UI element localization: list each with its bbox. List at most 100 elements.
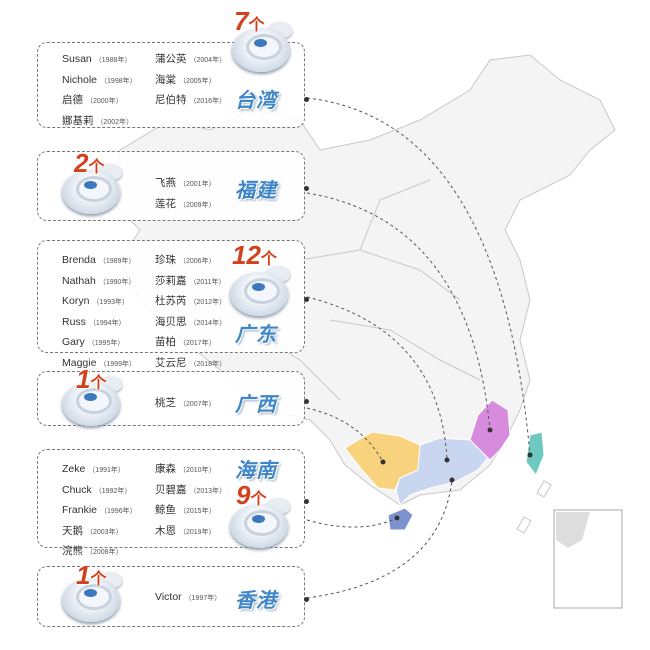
typhoon-name: 木恩（2019年） [155, 522, 226, 543]
name-column: 飞燕（2001年）莲花（2009年） [155, 174, 216, 215]
year: （2005年） [179, 77, 216, 85]
typhoon-count: 2个 [74, 148, 104, 179]
typhoon-name: 海棠（2005年） [155, 71, 226, 92]
year: （2007年） [179, 401, 216, 408]
typhoon-name: Brenda（1989年） [62, 251, 136, 272]
province-label: 广东 [235, 324, 277, 346]
name: Zeke [62, 463, 86, 475]
name: Koryn [62, 295, 90, 307]
connector-dot [304, 97, 309, 102]
name: Brenda [62, 254, 96, 266]
year: （2003年） [86, 528, 123, 536]
typhoon-count: 1个 [76, 364, 106, 395]
typhoon-name: 苗柏（2017年） [155, 333, 226, 354]
name: 杜苏芮 [155, 295, 187, 307]
typhoon-name: 鲸鱼（2015年） [155, 501, 226, 522]
year: （2019年） [179, 528, 216, 536]
count-value: 2 [74, 148, 89, 178]
typhoon-icon [58, 568, 122, 624]
name: 桃芝 [155, 397, 176, 409]
typhoon-icon [226, 494, 290, 550]
name: 莲花 [155, 197, 176, 210]
year: （2004年） [189, 57, 227, 64]
year: （2011年） [189, 278, 226, 286]
typhoon-icon [58, 160, 122, 216]
province-label: 台湾 [235, 90, 277, 112]
count-unit: 个 [88, 159, 105, 176]
typhoon-name: 珍珠（2006年） [155, 251, 226, 272]
name-column: Susan（1988年）Nichole（1998年）启德（2000年）娜基莉（2… [62, 50, 137, 132]
typhoon-count: 1个 [76, 560, 106, 591]
name: 苗柏 [155, 336, 176, 348]
count-unit: 个 [90, 375, 107, 392]
connector-guangxi [306, 407, 384, 463]
typhoon-name: Chuck（1992年） [62, 481, 137, 502]
typhoon-name: Nichole（1998年） [62, 71, 137, 92]
year: （2013年） [189, 487, 227, 495]
count-value: 9 [236, 480, 251, 510]
typhoon-icon [226, 262, 290, 318]
name: Gary [62, 336, 85, 348]
name: 娜基莉 [62, 114, 94, 127]
province-label: 福建 [235, 180, 277, 202]
typhoon-name: 启德（2000年） [62, 91, 137, 112]
name: 海贝思 [155, 315, 187, 328]
connector-dot [304, 398, 309, 404]
typhoon-name: 康森（2010年） [155, 460, 226, 481]
year: （1999年） [99, 360, 137, 368]
typhoon-name: 莲花（2009年） [155, 195, 216, 216]
year: （1992年） [94, 487, 132, 495]
typhoon-name: 飞燕（2001年） [155, 174, 216, 195]
name: Nathah [62, 274, 96, 287]
typhoon-count: 7个 [234, 6, 264, 37]
count-value: 12 [232, 240, 261, 270]
name-column: Brenda（1989年）Nathah（1990年）Koryn（1993年）Ru… [62, 251, 136, 374]
typhoon-name: Gary（1995年） [62, 333, 136, 354]
name: Susan [62, 53, 92, 65]
connector-hongkong [306, 479, 453, 599]
connector-dot [304, 186, 309, 191]
year: （2010年） [179, 467, 216, 474]
taiwan-region [525, 431, 545, 477]
typhoon-name: 蒲公英（2004年） [155, 50, 226, 71]
typhoon-count: 12个 [232, 240, 277, 271]
name: 天鹅 [62, 524, 83, 537]
name: 启德 [62, 94, 83, 106]
typhoon-name: 娜基莉（2002年） [62, 112, 137, 133]
name: 贝碧嘉 [155, 483, 187, 496]
typhoon-name: 贝碧嘉（2013年） [155, 481, 226, 502]
typhoon-name: 艾云尼（2018年） [155, 354, 226, 375]
name-column: 珍珠（2006年）莎莉嘉（2011年）杜苏芮（2012年）海贝思（2014年）苗… [155, 251, 226, 374]
typhoon-count: 9个 [236, 480, 266, 511]
name: 木恩 [155, 524, 176, 537]
typhoon-name: Nathah（1990年） [62, 272, 136, 293]
year: （1991年） [88, 467, 125, 474]
year: （1996年） [100, 508, 137, 515]
province-label: 香港 [235, 590, 277, 612]
year: （2002年） [96, 118, 134, 126]
name: Nichole [62, 73, 98, 86]
name: 蒲公英 [155, 53, 187, 65]
name: Russ [62, 315, 86, 328]
name: Chuck [62, 483, 92, 496]
typhoon-name: Zeke（1991年） [62, 460, 137, 481]
name: 莎莉嘉 [155, 274, 187, 287]
name: 飞燕 [155, 177, 176, 189]
year: （1990年） [98, 278, 136, 286]
typhoon-name: 天鹅（2003年） [62, 522, 137, 543]
typhoon-name: Susan（1988年） [62, 50, 137, 71]
typhoon-icon [58, 372, 122, 428]
year: （1998年） [100, 77, 137, 85]
typhoon-name: 浣熊（2008年） [62, 542, 137, 563]
name: Maggie [62, 356, 97, 369]
typhoon-name: Koryn（1993年） [62, 292, 136, 313]
year: （1993年） [92, 299, 130, 306]
year: （1989年） [98, 258, 136, 265]
year: （1995年） [87, 340, 125, 347]
name: 浣熊 [62, 545, 83, 557]
province-label: 广西 [235, 394, 277, 416]
typhoon-name: 海贝思（2014年） [155, 313, 226, 334]
connector-dot [304, 296, 309, 302]
year: （2014年） [189, 319, 227, 327]
south-china-sea-inset [553, 509, 623, 609]
